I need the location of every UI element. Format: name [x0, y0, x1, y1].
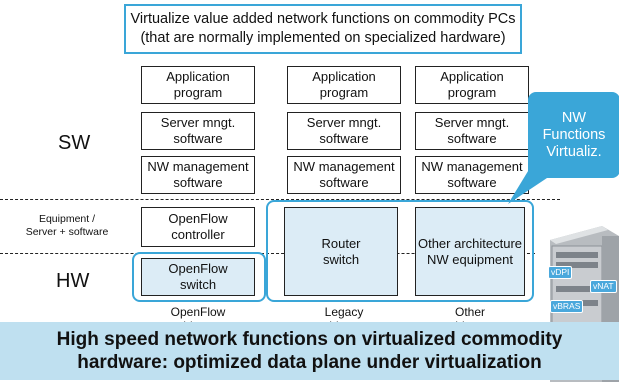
tag-vbras: vBRAS [550, 300, 584, 313]
row-label-equipment: Equipment / Server + software [25, 213, 109, 238]
banner-line-2: hardware: optimized data plane under vir… [77, 352, 542, 373]
title-line-1: Virtualize value added network functions… [130, 11, 516, 27]
cell-server-mngt-3: Server mngt.software [415, 112, 529, 150]
tag-vnat: vNAT [590, 280, 617, 293]
title-box: Virtualize value added network functions… [124, 4, 522, 54]
title-line-2: (that are normally implemented on specia… [140, 30, 506, 46]
row-label-hw: HW [56, 270, 90, 292]
cell-server-mngt-2: Server mngt.software [287, 112, 401, 150]
row-label-sw: SW [58, 132, 91, 154]
highlight-hw-equipment [266, 200, 534, 302]
tag-vdpi: vDPI [548, 266, 573, 279]
banner-line-1: High speed network functions on virtuali… [56, 329, 563, 350]
summary-banner: High speed network functions on virtuali… [0, 322, 619, 380]
divider-sw-equipment [0, 199, 560, 200]
highlight-openflow-switch [132, 252, 266, 302]
cell-server-mngt-1: Server mngt.software [141, 112, 255, 150]
